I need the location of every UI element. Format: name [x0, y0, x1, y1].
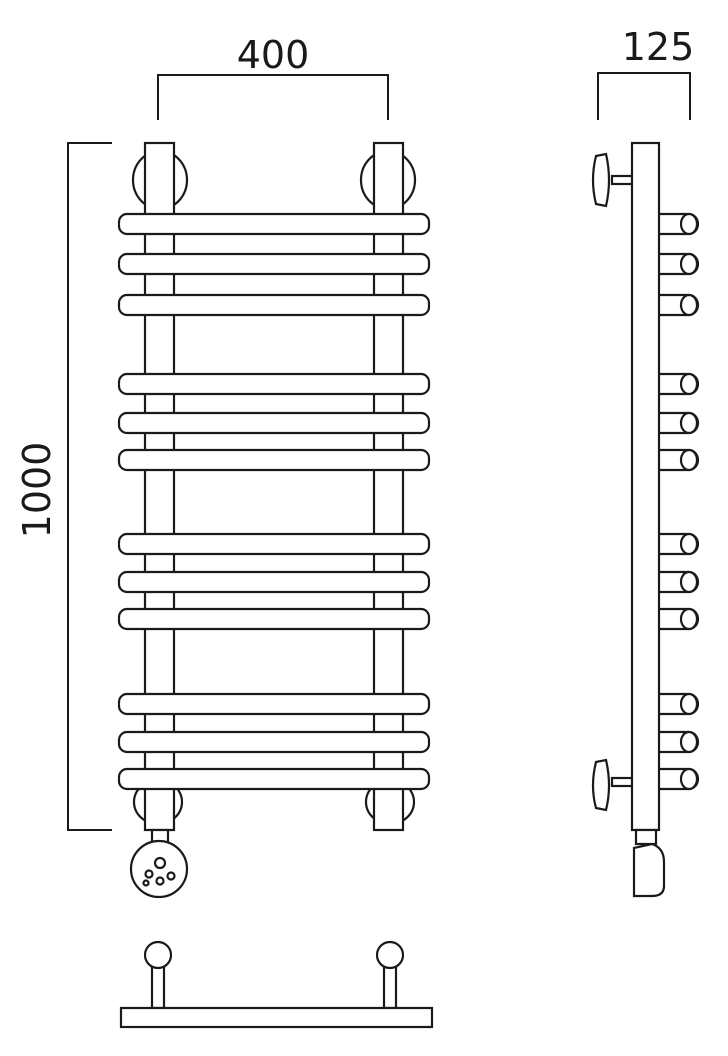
side-rung-cap-7 — [679, 532, 699, 556]
side-bottom-wall-plate — [591, 758, 611, 812]
right-vertical-post — [372, 141, 405, 832]
side-rung-cap-12 — [679, 767, 699, 791]
rung-6 — [117, 448, 431, 472]
width-dimension-label: 400 — [237, 33, 310, 77]
height-dimension: 1000 — [15, 142, 112, 831]
depth-dimension-line — [597, 72, 691, 120]
depth-dimension: 125 — [597, 25, 695, 120]
side-heater-body — [632, 842, 666, 898]
heater-knob-dot-2 — [155, 876, 165, 886]
side-rung-cap-6 — [679, 448, 699, 472]
top-view-rung-bar — [119, 1006, 434, 1029]
side-rung-cap-2 — [679, 252, 699, 276]
side-rung-ends — [653, 212, 700, 791]
rung-8 — [117, 570, 431, 594]
heater-knob-indicator — [153, 856, 167, 870]
side-rung-cap-10 — [679, 692, 699, 716]
side-rung-cap-5 — [679, 411, 699, 435]
height-dimension-line — [67, 142, 112, 831]
heater-knob-dot-1 — [144, 869, 154, 879]
left-vertical-post — [143, 141, 176, 832]
side-rung-cap-4 — [679, 372, 699, 396]
rung-11 — [117, 730, 431, 754]
side-view — [591, 141, 700, 898]
rung-10 — [117, 692, 431, 716]
heater-knob-dot-4 — [142, 879, 150, 887]
side-heater-connector — [634, 828, 658, 846]
top-view-left-post-end — [143, 940, 173, 970]
top-view — [119, 940, 434, 1029]
side-rung-cap-8 — [679, 570, 699, 594]
top-view-right-post-end — [375, 940, 405, 970]
rung-2 — [117, 252, 431, 276]
depth-dimension-label: 125 — [622, 25, 695, 69]
side-rung-cap-9 — [679, 607, 699, 631]
side-rung-cap-1 — [679, 212, 699, 236]
rung-4 — [117, 372, 431, 396]
rung-9 — [117, 607, 431, 631]
front-view — [117, 141, 431, 899]
side-top-wall-plate — [591, 152, 611, 208]
rung-1 — [117, 212, 431, 236]
rung-7 — [117, 532, 431, 556]
height-dimension-label: 1000 — [15, 442, 59, 539]
rung-12 — [117, 767, 431, 791]
side-rung-cap-3 — [679, 293, 699, 317]
width-dimension: 400 — [157, 33, 389, 120]
heater-knob-dot-3 — [166, 871, 176, 881]
width-dimension-line — [157, 74, 389, 120]
side-vertical-post — [630, 141, 661, 832]
horizontal-rungs — [117, 212, 431, 791]
rung-3 — [117, 293, 431, 317]
side-top-mount-arm — [610, 174, 636, 186]
rung-5 — [117, 411, 431, 435]
side-rung-cap-11 — [679, 730, 699, 754]
side-bottom-mount-arm — [610, 776, 636, 788]
